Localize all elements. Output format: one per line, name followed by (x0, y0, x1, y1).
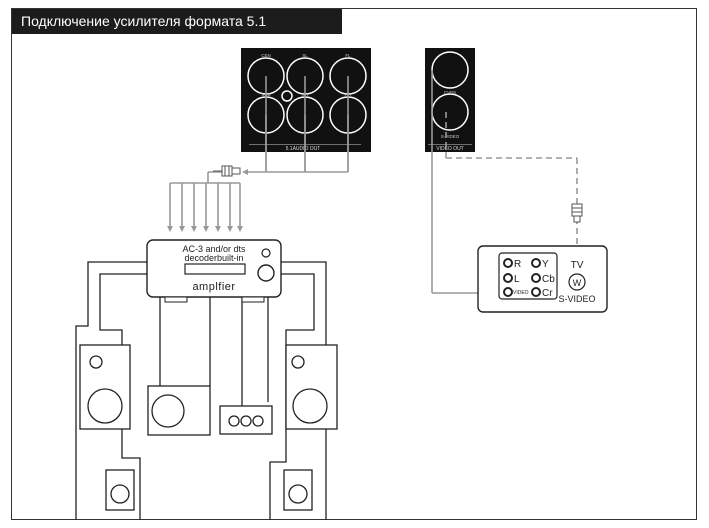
jack-label: SL (302, 53, 308, 58)
speaker-wires (75, 261, 327, 520)
svideo-out-label: S-VIDEO (441, 134, 460, 139)
jack-center-hole (281, 90, 293, 102)
tv-input-panel: R L VIDEO Y Cb Cr TV W S-VIDEO (477, 245, 608, 313)
front-left-speaker (79, 344, 131, 430)
tv-input-r: R (514, 259, 521, 270)
jack-label: CEN (261, 53, 271, 58)
audio-cables (169, 76, 349, 226)
rear-left-speaker (105, 469, 135, 511)
center-speaker (219, 405, 273, 435)
rca-plug-icon (213, 165, 241, 177)
audio-arrowheads (167, 169, 248, 232)
subwoofer (147, 385, 211, 436)
amplifier-knob-icon (257, 264, 275, 282)
amplifier-line2: decoderbuilt-in (184, 253, 243, 263)
svg-text:W: W (573, 278, 582, 288)
svideo-port-icon (568, 273, 586, 291)
tv-input-l: L (514, 274, 520, 285)
amplifier-button-icon (261, 248, 271, 258)
page-title: Подключение усилителя формата 5.1 (12, 9, 342, 34)
amplifier: AC-3 and/or dts decoderbuilt-in amplfier (146, 239, 282, 303)
audio-out-label: 5.1AUDIO OUT (286, 146, 321, 152)
amplifier-line1: AC-3 and/or dts (182, 244, 246, 254)
amplifier-display (184, 263, 246, 275)
tv-input-y: Y (542, 259, 549, 270)
jack-label: FL (345, 53, 351, 58)
rear-right-speaker (283, 469, 313, 511)
svideo-plug-icon (571, 203, 583, 223)
tv-svideo-label: S-VIDEO (558, 294, 595, 304)
video-out-label: VIDEO OUT (436, 146, 464, 152)
video-out-panel: CVBS S-VIDEO VIDEO OUT (425, 48, 475, 152)
amplifier-name: amplfier (192, 281, 235, 293)
audio-out-panel: 5.1AUDIO OUT CEN SL FL SUB SR FR (241, 48, 371, 152)
tv-input-cb: Cb (542, 274, 555, 285)
tv-input-cr: Cr (542, 288, 553, 299)
front-right-speaker (285, 344, 338, 430)
tv-input-video: VIDEO (513, 290, 529, 296)
diagram-frame (11, 8, 697, 520)
cvbs-label: CVBS (444, 90, 456, 95)
tv-label: TV (571, 260, 584, 271)
